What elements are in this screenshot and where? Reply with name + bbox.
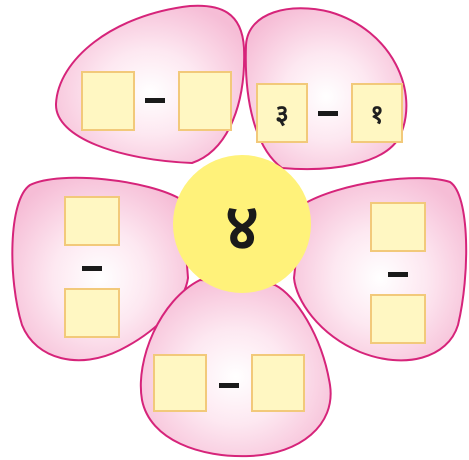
answer-box-bottom-1[interactable] [153,354,207,412]
answer-box-left-1[interactable] [64,196,120,246]
number-box-top-right-2: १ [351,83,403,143]
minus-sign [82,266,102,271]
answer-box-bottom-2[interactable] [251,354,305,412]
minus-sign [219,383,239,388]
answer-box-right-1[interactable] [370,202,426,252]
answer-box-top-left-2[interactable] [178,71,232,131]
minus-sign [145,98,165,103]
answer-box-top-left-1[interactable] [81,71,135,131]
answer-box-left-2[interactable] [64,288,120,338]
petal-bottom [139,278,332,458]
answer-box-right-2[interactable] [370,294,426,344]
minus-sign [318,111,338,116]
number-box-top-right-1: ३ [256,83,308,143]
center-number: ४ [173,155,311,293]
minus-sign [388,272,408,277]
